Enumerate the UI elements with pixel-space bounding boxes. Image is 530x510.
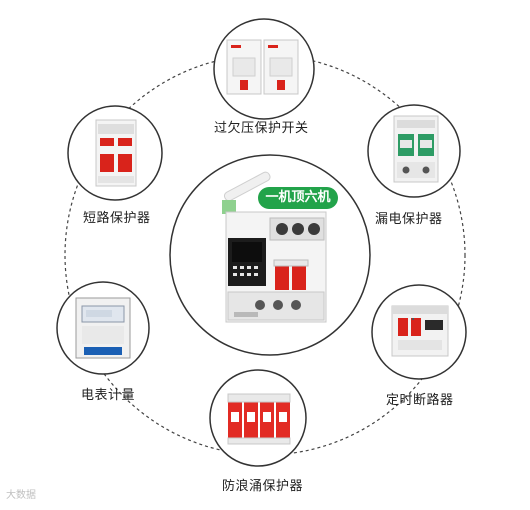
- watermark: 大数据: [6, 490, 36, 501]
- energy-meter-icon: [75, 297, 131, 359]
- center-badge: 一机顶六机: [258, 187, 338, 209]
- node-label-surge: 防浪涌保护器: [222, 479, 304, 494]
- node-label-leakage: 漏电保护器: [375, 212, 443, 227]
- node-label-overunder: 过欠压保护开关: [214, 121, 309, 136]
- timer-breaker-icon: [391, 305, 449, 357]
- smart-breaker-icon: [222, 171, 327, 323]
- node-label-meter: 电表计量: [81, 388, 136, 403]
- surge-protector-icon: [227, 393, 291, 445]
- node-label-short: 短路保护器: [83, 211, 151, 226]
- leakage-breaker-icon: [393, 115, 439, 183]
- mcb-icon: [95, 119, 137, 187]
- node-label-timer: 定时断路器: [386, 393, 454, 408]
- dual-breaker-icon: [226, 39, 299, 95]
